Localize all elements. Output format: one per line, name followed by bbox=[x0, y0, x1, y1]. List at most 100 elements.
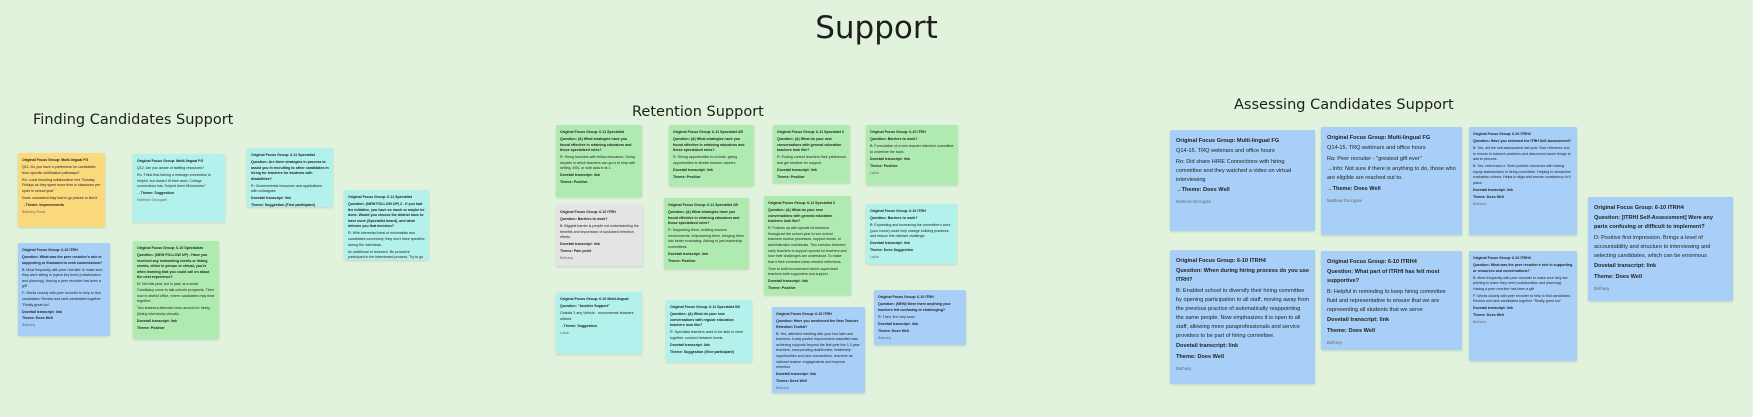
note-meta: Dovetail transcript: link bbox=[1473, 306, 1513, 311]
note-focus-group: Original Focus Group: 6-11 Specialist 3 bbox=[768, 201, 835, 205]
note-meta: Theme: Positive bbox=[137, 325, 165, 330]
note-author: Bethany bbox=[22, 323, 36, 328]
note-text: R: Follows up with special ed teachers t… bbox=[768, 226, 847, 264]
note-question: Question: Are there strategies in proces… bbox=[251, 159, 329, 181]
note-meta: Theme: Does Suggestion bbox=[870, 248, 914, 253]
note-meta: Dovetail transcript: link bbox=[137, 318, 177, 323]
note-focus-group: Original Focus Group: 6-11 Specialist 3 bbox=[777, 130, 844, 134]
note-focus-group: Original Focus Group: 6-11 Specialist 4/… bbox=[673, 130, 743, 134]
note-author: Matthew Decogate bbox=[1327, 197, 1362, 203]
note-focus-group: Original Focus Group: 6-10 ITRH bbox=[560, 210, 616, 214]
note-text: R: Ending current teachers their prefere… bbox=[777, 155, 846, 165]
note-focus-group: Original Focus Group: Multi-lingual FG bbox=[1176, 138, 1280, 144]
note-text: Ro: Did share HIRE Connections with hiri… bbox=[1176, 158, 1292, 183]
sticky-note[interactable]: Original Focus Group: 6-11 Specialist 5/… bbox=[666, 300, 752, 362]
note-meta: Theme: Positive bbox=[673, 174, 701, 179]
note-author: Bethany Rossi bbox=[22, 209, 46, 214]
note-text: R: Specialist teachers want to be able t… bbox=[670, 330, 744, 340]
note-text: B: Helpful in reminding to keep hiring c… bbox=[1327, 288, 1446, 313]
note-question: Question: "Another Support" bbox=[560, 303, 610, 308]
note-question: Question: Barriers to work? bbox=[870, 215, 918, 220]
note-text: Two teachers attended once-around for hi… bbox=[137, 306, 210, 316]
note-focus-group: Original Focus Group: 6-10 ITRH4 bbox=[1327, 259, 1417, 265]
note-author: Lakia bbox=[870, 170, 879, 175]
note-question: Question: (A) What do your new conversat… bbox=[777, 136, 842, 153]
sticky-note[interactable]: Original Focus Group: 6-10 ITRH Question:… bbox=[874, 290, 966, 345]
note-focus-group: Original Focus Group: Multi-lingual FG bbox=[137, 159, 204, 163]
note-text: Ro: Think that having a redesign connect… bbox=[137, 172, 211, 189]
note-text: R: Giving opportunities to include, givi… bbox=[673, 155, 738, 165]
note-text: Q14-15. TRQ webinars and office hours bbox=[1176, 148, 1275, 155]
note-meta: Dovetail transcript: link bbox=[22, 309, 62, 314]
note-text: An additional of research. Be proactive … bbox=[348, 249, 424, 260]
note-meta: Dovetail transcript: link bbox=[670, 342, 710, 347]
note-author: Bethany bbox=[1327, 339, 1343, 345]
note-focus-group: Original Focus Group: 6-10 ITRH bbox=[878, 295, 934, 299]
note-meta: Dovetail transcript: link bbox=[777, 167, 817, 172]
note-text: B: Expanding and increasing the committe… bbox=[870, 222, 951, 239]
sticky-note[interactable]: Original Focus Group: Multi-lingual FG Q1… bbox=[1170, 130, 1315, 231]
note-focus-group: Original Focus Group: 6-10 ITRH bbox=[22, 248, 78, 252]
section-title-retention: Retention Support bbox=[632, 104, 764, 120]
note-question: Question: What was the peer recruiter's … bbox=[1473, 262, 1573, 273]
note-question: Question: (A) What strategies have you f… bbox=[668, 209, 740, 226]
note-text: Ro: Local founding collaborative met "Su… bbox=[22, 177, 101, 193]
note-meta: Theme: Positive bbox=[777, 174, 805, 179]
note-text: B: Yes, references it. Seen positive out… bbox=[1473, 164, 1571, 185]
note-meta: Theme: Does Well bbox=[22, 316, 53, 321]
note-focus-group: Original Focus Group: 6-10 ITRH4 bbox=[1473, 132, 1531, 136]
note-meta: →Theme: Suggestion bbox=[137, 191, 174, 196]
note-author: Bethany bbox=[1176, 365, 1192, 371]
note-meta: →Theme: Does Well bbox=[1176, 187, 1230, 194]
note-meta: Dovetail transcript: link bbox=[870, 156, 910, 161]
note-text: B: Biggest barrier is people not underst… bbox=[560, 223, 639, 240]
note-meta: Theme: Does Well bbox=[1594, 273, 1643, 280]
note-question: Question: (A) What strategies have you f… bbox=[560, 136, 632, 153]
note-meta: Dovetail transcript: link bbox=[560, 173, 600, 178]
sticky-note[interactable]: Original Focus Group: 6-11 Specialist 4/… bbox=[664, 198, 749, 269]
sticky-note[interactable]: Original Focus Group: 6-10 Multi-lingual… bbox=[556, 292, 642, 354]
note-meta: Dovetail transcript: link bbox=[768, 279, 808, 284]
note-meta: Dovetail transcript: link bbox=[668, 251, 708, 256]
note-question: Question: (A) What strategies have you f… bbox=[673, 136, 745, 153]
note-author: Bethany bbox=[776, 386, 790, 391]
note-focus-group: Original Focus Group: 6-11 Specialist bbox=[251, 153, 315, 157]
note-author: Lakia bbox=[560, 330, 569, 335]
note-meta: Dovetail transcript: link bbox=[1473, 187, 1513, 192]
note-focus-group: Original Focus Group: 6-11 Specialist 4/… bbox=[668, 203, 738, 207]
note-question: Question: [ITRHI Self-Assessment] Were a… bbox=[1594, 215, 1713, 231]
note-meta: Theme: Pain point bbox=[560, 249, 592, 254]
note-focus-group: Original Focus Group: 6-10 ITRH bbox=[870, 130, 926, 134]
note-question: Question: (NEW) Were there anything your… bbox=[878, 301, 951, 312]
note-meta: Theme: Positive bbox=[668, 258, 696, 263]
note-text: Does: consistent they had to go places t… bbox=[22, 195, 98, 200]
section-title-assessing: Assessing Candidates Support bbox=[1234, 97, 1454, 113]
note-meta: Theme: Positive bbox=[870, 163, 898, 168]
sticky-note[interactable]: Original Focus Group: 6-11 Specialist 4/… bbox=[669, 125, 754, 186]
note-meta: →Theme: Does Well bbox=[1327, 185, 1381, 192]
sticky-note[interactable]: Original Focus Group: 6-11 Specialist 3 Q… bbox=[773, 125, 850, 183]
note-focus-group: Original Focus Group: 6-11 Specialist bbox=[560, 130, 624, 134]
note-text: B: Formulation of a new teacher retentio… bbox=[870, 143, 954, 154]
note-author: Bethany bbox=[878, 335, 892, 340]
note-meta: Dovetail transcript: link bbox=[673, 167, 713, 172]
note-focus-group: Original Focus Group: 6-10 ITRH4 bbox=[1594, 205, 1684, 211]
